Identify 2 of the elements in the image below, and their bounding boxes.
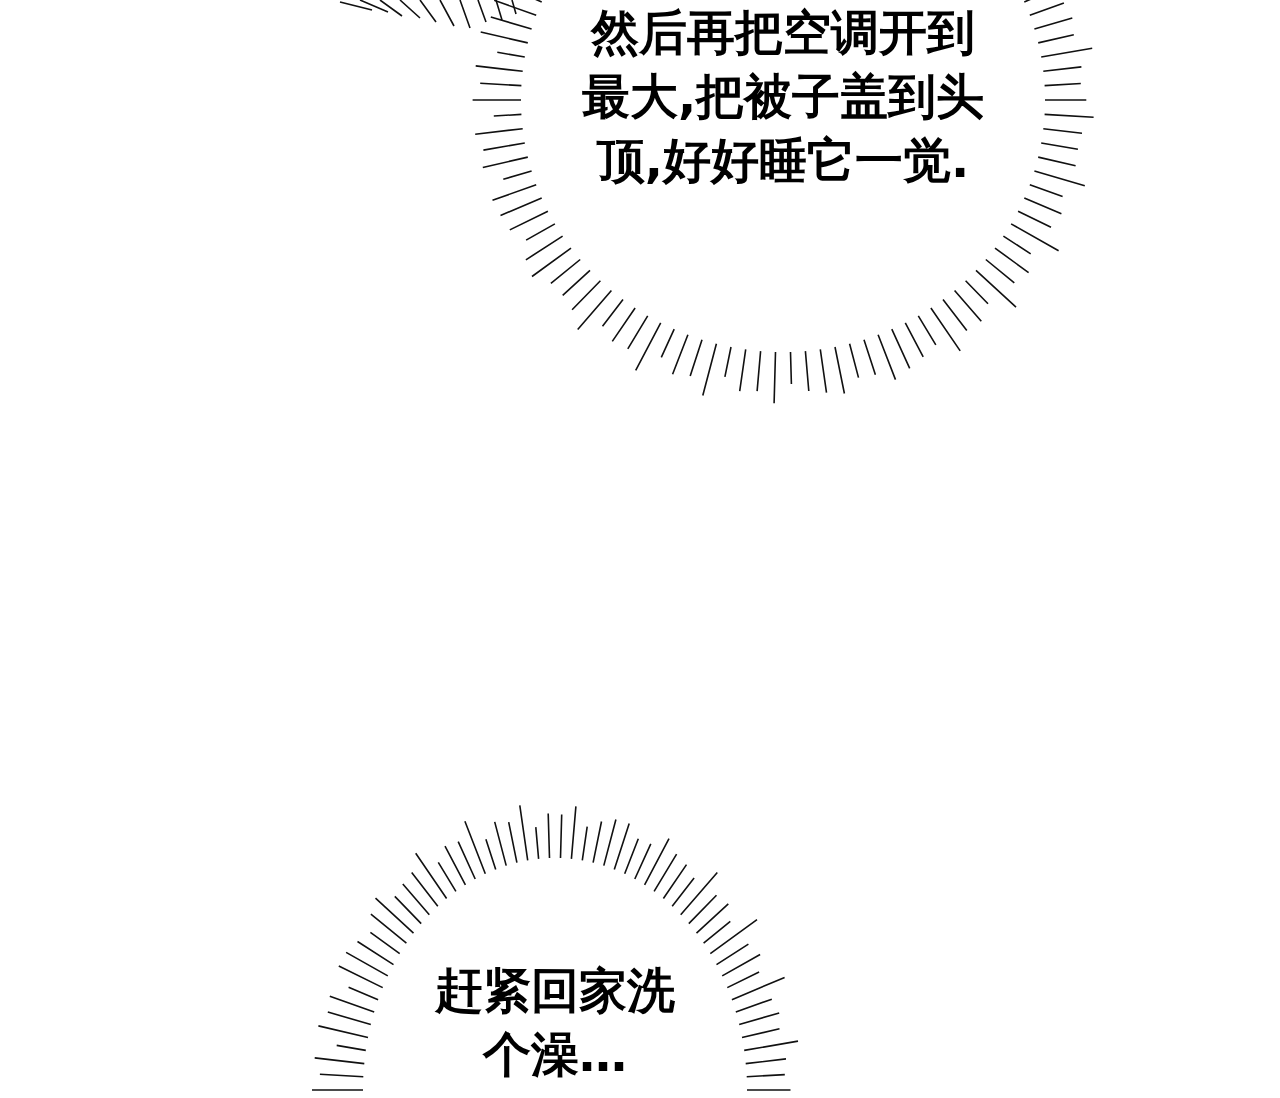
dialogue-text: 然后再把空调开到最大,把被子盖到头顶,好好睡它一觉. [580, 3, 986, 190]
dialogue-text: 赶紧回家洗个澡… [435, 961, 675, 1084]
